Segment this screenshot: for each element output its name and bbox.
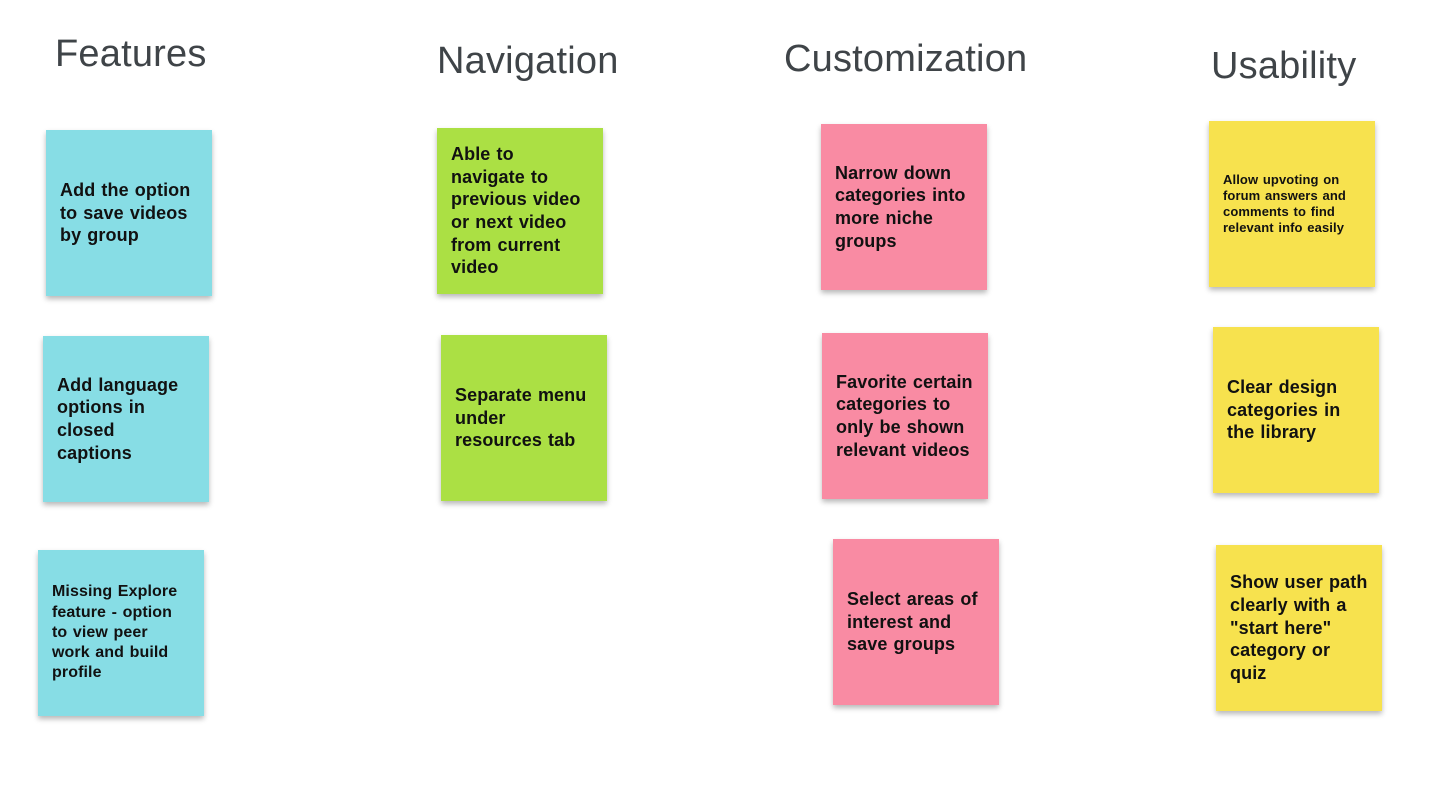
sticky-note-navigation-2[interactable]: Separate menu under resources tab — [441, 335, 607, 501]
sticky-note-text: Missing Explore feature - option to view… — [52, 583, 178, 682]
sticky-note-text: Able to navigate to previous video or ne… — [451, 143, 581, 278]
sticky-note-usability-3[interactable]: Show user path clearly with a "start her… — [1216, 545, 1382, 711]
sticky-note-text: Separate menu under resources tab — [455, 384, 587, 451]
sticky-note-customization-1[interactable]: Narrow down categories into more niche g… — [821, 124, 987, 290]
sticky-note-text: Show user path clearly with a "start her… — [1230, 572, 1368, 683]
sticky-note-features-3[interactable]: Missing Explore feature - option to view… — [38, 550, 204, 716]
sticky-note-navigation-1[interactable]: Able to navigate to previous video or ne… — [437, 128, 603, 294]
sticky-note-text: Favorite certain categories to only be s… — [836, 371, 973, 460]
sticky-note-text: Add language options in closed captions — [57, 374, 179, 463]
sticky-note-text: Clear design categories in the library — [1227, 376, 1341, 443]
sticky-note-customization-3[interactable]: Select areas of interest and save groups — [833, 539, 999, 705]
column-header-features[interactable]: Features — [55, 33, 207, 75]
sticky-note-text: Add the option to save videos by group — [60, 179, 191, 246]
column-header-usability[interactable]: Usability — [1211, 45, 1357, 87]
column-header-customization[interactable]: Customization — [784, 38, 1028, 80]
column-header-navigation[interactable]: Navigation — [437, 40, 619, 82]
sticky-note-usability-2[interactable]: Clear design categories in the library — [1213, 327, 1379, 493]
sticky-note-customization-2[interactable]: Favorite certain categories to only be s… — [822, 333, 988, 499]
sticky-note-text: Allow upvoting on forum answers and comm… — [1223, 171, 1346, 236]
sticky-note-text: Narrow down categories into more niche g… — [835, 162, 966, 251]
sticky-note-usability-1[interactable]: Allow upvoting on forum answers and comm… — [1209, 121, 1375, 287]
sticky-note-features-1[interactable]: Add the option to save videos by group — [46, 130, 212, 296]
sticky-note-features-2[interactable]: Add language options in closed captions — [43, 336, 209, 502]
sticky-note-text: Select areas of interest and save groups — [847, 588, 978, 655]
